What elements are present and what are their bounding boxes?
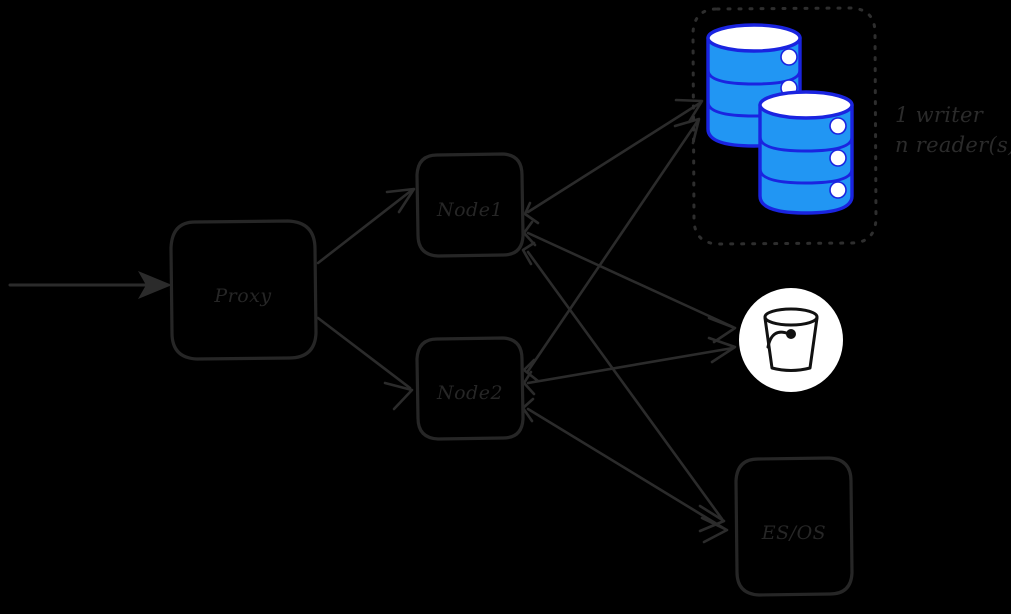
node2-node[interactable]: Node2	[415, 336, 525, 441]
bucket-node[interactable]	[739, 288, 843, 392]
database-group[interactable]	[691, 6, 878, 246]
search-label: ES/OS	[761, 522, 826, 544]
connection-proxy-to-node2	[316, 316, 414, 411]
connection-node2-search	[521, 397, 729, 544]
search-node[interactable]: ES/OS	[734, 456, 854, 597]
bucket-icon-background	[739, 288, 843, 392]
connection-node1-bucket	[522, 220, 737, 344]
database-capacity-annotation: 1 writer n reader(s)	[895, 103, 1011, 157]
capacity-line-reader: n reader(s)	[895, 133, 1011, 157]
node2-label: Node2	[436, 382, 503, 404]
node1-label: Node1	[436, 199, 503, 221]
capacity-line-writer: 1 writer	[895, 103, 985, 127]
proxy-label: Proxy	[213, 285, 271, 307]
connection-node2-database	[522, 117, 701, 383]
ingress-arrow	[8, 271, 172, 299]
connection-node2-bucket	[522, 336, 737, 396]
connection-node1-database	[523, 98, 704, 225]
bucket-icon	[763, 307, 819, 372]
database-cylinder-replica	[758, 90, 854, 215]
connection-node1-search	[521, 241, 726, 533]
proxy-node[interactable]: Proxy	[169, 219, 318, 361]
connection-proxy-to-node1	[316, 187, 416, 265]
node1-node[interactable]: Node1	[415, 152, 525, 258]
